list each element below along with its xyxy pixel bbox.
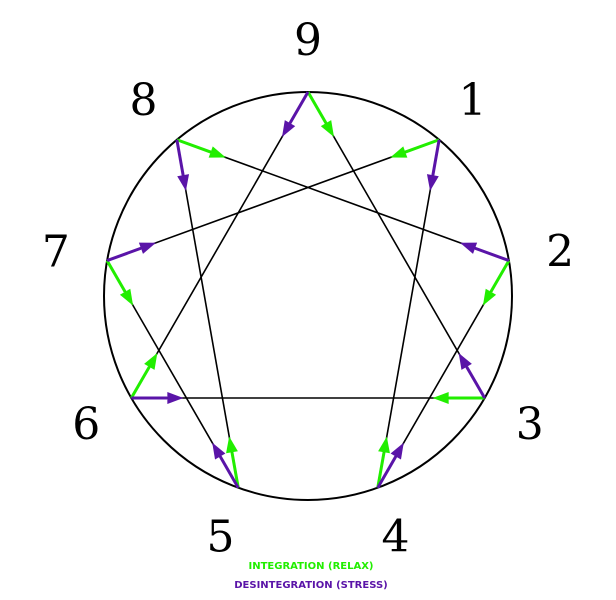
integration-arrow-5-to-8 [226,436,240,488]
integration-arrow-1-to-7 [390,138,440,158]
point-label-6: 6 [72,399,100,450]
point-labels: 9 1 2 3 4 5 6 7 8 [42,15,574,563]
line-1-4 [376,139,440,488]
integration-arrow-3-to-6 [432,392,485,404]
disintegration-arrow-9-to-6 [282,91,310,138]
integration-arrow-4-to-1 [376,436,390,488]
legend-disintegration: DESINTEGRATION (STRESS) [234,580,388,591]
line-7-1 [106,138,440,262]
point-label-5: 5 [206,512,234,563]
disintegration-arrow-2-to-8 [460,242,510,262]
line-9-3 [307,91,486,399]
point-label-2: 2 [546,227,574,278]
line-6-9 [130,91,309,399]
point-label-4: 4 [382,512,410,563]
disintegration-arrow-4-to-2 [376,442,404,489]
point-label-3: 3 [516,399,544,450]
enneagram-circle [103,91,513,501]
integration-arrow-9-to-3 [306,91,334,138]
connection-lines [106,91,510,489]
line-2-8 [176,138,510,262]
integration-arrow-6-to-9 [130,352,158,399]
disintegration-arrow-7-to-1 [106,242,156,262]
point-label-7: 7 [42,227,70,278]
point-label-9: 9 [294,15,322,66]
legend-integration: INTEGRATION (RELAX) [249,561,374,572]
disintegration-arrow-5-to-7 [212,442,240,489]
integration-arrow-8-to-2 [176,138,226,158]
arrow-markers [105,91,511,489]
disintegration-arrow-8-to-5 [175,139,190,191]
integration-arrow-7-to-5 [105,259,134,306]
disintegration-arrow-3-to-9 [458,352,486,399]
disintegration-arrow-6-to-3 [131,392,184,404]
point-label-1: 1 [459,75,487,126]
disintegration-arrow-1-to-4 [426,139,441,191]
point-label-8: 8 [129,75,157,126]
integration-arrow-2-to-4 [482,259,511,306]
line-8-5 [176,139,240,488]
